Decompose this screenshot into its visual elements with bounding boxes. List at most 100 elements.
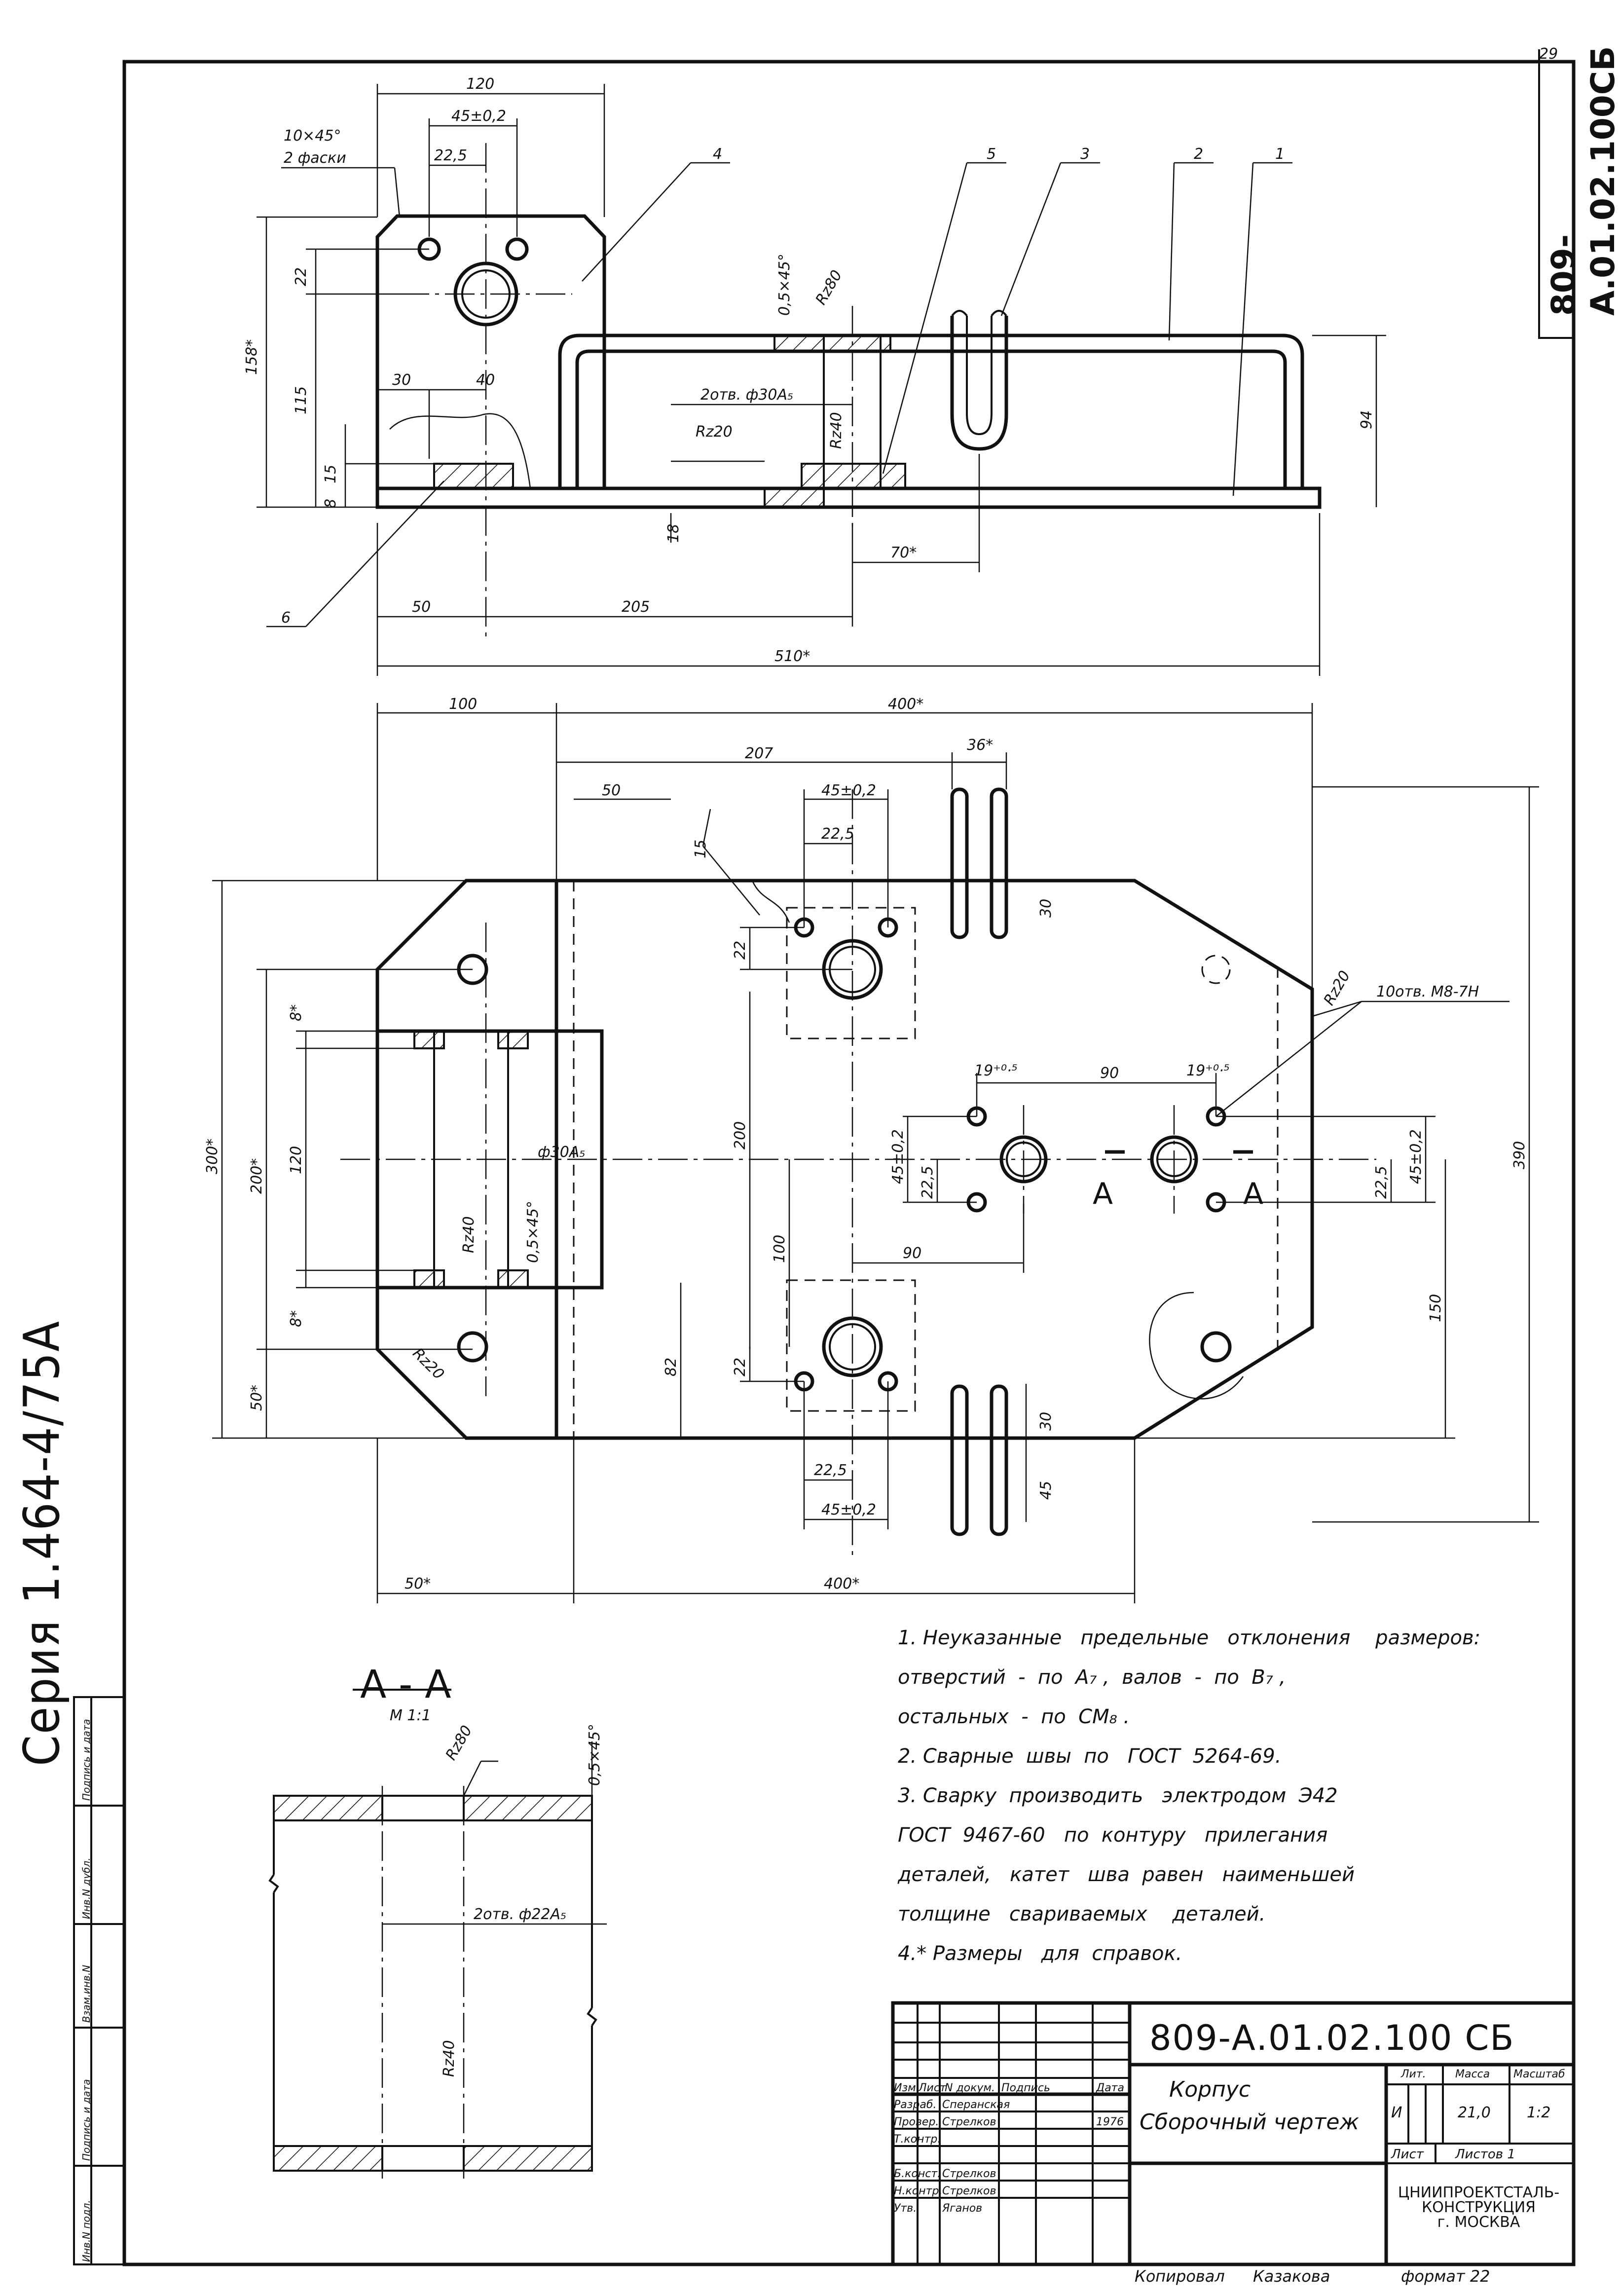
plan-dim-207: 207 (745, 745, 773, 762)
dim-158: 158* (243, 339, 260, 375)
plan-dim-200-center: 200 (732, 1121, 749, 1149)
plan-dim-120: 120 (288, 1146, 305, 1174)
plan-dim-100-center: 100 (771, 1235, 788, 1263)
dim-50-top: 50 (412, 598, 431, 616)
plan-dim-8-top: 8* (288, 1004, 305, 1021)
plan-dim-8-bottom: 8* (288, 1310, 305, 1327)
section-rz40: Rz40 (441, 2040, 458, 2077)
plan-dim-22-5-top: 22,5 (821, 825, 854, 843)
plan-dim-50-left: 50* (248, 1385, 265, 1411)
plan-dim-22-top: 22 (732, 941, 749, 960)
dim-205: 205 (622, 598, 650, 616)
callout-5: 5 (987, 146, 996, 163)
holes-note-top: 2отв. ф30А₅ (700, 386, 793, 404)
sign-name: Стрелков (942, 2168, 996, 2180)
drawing-title: Корпус (1169, 2077, 1251, 2102)
sign-name: Сперанская (942, 2099, 1010, 2111)
stage-value: И (1391, 2104, 1402, 2121)
chamfer-05-top: 0,5×45° (776, 254, 793, 316)
plan-dim-150: 150 (1427, 1294, 1444, 1322)
plan-dim-36: 36* (967, 737, 993, 754)
format-label: формат 22 (1401, 2267, 1490, 2286)
sign-role: Утв. (894, 2202, 917, 2215)
section-a-a (268, 1689, 607, 2181)
dim-15: 15 (322, 465, 339, 483)
note-line: 4.* Размеры для справок. (898, 1942, 1182, 1965)
note-line: ГОСТ 9467-60 по контуру прилегания (898, 1824, 1328, 1847)
organization-line: ЦНИИПРОЕКТСТАЛЬ- (1398, 2184, 1560, 2201)
dim-94: 94 (1358, 410, 1375, 429)
rev-header-izm: Изм (894, 2082, 916, 2094)
mass-header: Масса (1455, 2068, 1490, 2080)
sign-role: Разраб. (894, 2099, 937, 2111)
plan-dim-30-bottom: 30 (1037, 1412, 1055, 1431)
plan-view-dimensions: 100 400* 207 36* 50 45±0,2 22,5 15 30 22… (204, 696, 1539, 1603)
rz80-top: Rz80 (812, 267, 846, 308)
plan-dim-90-upper: 90 (1100, 1065, 1119, 1082)
dim-115: 115 (293, 386, 310, 414)
sheet-label: Лист (1391, 2147, 1424, 2162)
dim-chamfer: 10×45° (284, 127, 341, 145)
plan-dim-45-bottom: 45 (1037, 1481, 1055, 1500)
section-mark-a-right: А (1243, 1177, 1263, 1211)
plan-dim-22-5-left: 22,5 (919, 1166, 936, 1199)
callout-6: 6 (281, 609, 291, 627)
plan-dim-19-right: 19⁺⁰·⁵ (1186, 1062, 1230, 1079)
plan-dim-phi30: ф30А₅ (538, 1144, 585, 1161)
plan-rz20: Rz20 (1321, 968, 1354, 1008)
rev-header-list: Лист (919, 2082, 946, 2094)
rz20-top: Rz20 (696, 423, 733, 441)
side-column-label: Инв.N дубл. (80, 1857, 92, 1919)
organization-line: КОНСТРУКЦИЯ (1422, 2199, 1536, 2216)
sheets-label: Листов 1 (1455, 2147, 1515, 2162)
sign-name: Стрелков (942, 2116, 996, 2128)
sign-role: Провер. (894, 2116, 939, 2128)
sign-role: Т.контр. (894, 2133, 941, 2146)
copied-by-label: Копировал (1135, 2267, 1225, 2286)
dim-120: 120 (466, 75, 494, 93)
plan-dim-400-top: 400* (888, 696, 923, 713)
callout-3: 3 (1080, 146, 1090, 163)
dim-30-top: 30 (392, 371, 411, 389)
title-block (891, 2001, 1576, 2266)
plan-dim-100: 100 (449, 696, 477, 713)
note-line: 2. Сварные швы по ГОСТ 5264-69. (898, 1745, 1282, 1768)
plan-dim-390: 390 (1511, 1141, 1528, 1169)
section-title: А - А (360, 1663, 451, 1707)
side-column-label: Подпись и дата (80, 1719, 92, 1801)
note-line: 3. Сварку производить электродом Э42 (898, 1784, 1338, 1807)
rev-header-sign: Подпись (1001, 2082, 1050, 2094)
sheet-number: 29 (1539, 45, 1558, 63)
note-line: отверстий - по А₇ , валов - по В₇ , (898, 1666, 1286, 1689)
drawing-subtitle: Сборочный чертеж (1140, 2110, 1360, 2135)
sign-name: Яганов (942, 2202, 983, 2215)
side-column-label: Подпись и дата (80, 2079, 92, 2161)
lit-header: Лит. (1401, 2068, 1426, 2080)
scale-header: Масштаб (1513, 2068, 1565, 2080)
plan-dim-90-lower: 90 (903, 1245, 921, 1262)
technical-notes: 1. Неуказанные предельные отклонения раз… (898, 1618, 1539, 1973)
section-dimensions: Rz80 0,5×45° 2отв. ф22А₅ Rz40 (441, 1723, 603, 2077)
plan-holes-note: 10отв. М8-7Н (1376, 983, 1479, 1000)
part-callouts: 4 5 3 2 1 6 (266, 146, 1292, 628)
side-column-label: Взам.инв.N (80, 1964, 92, 2023)
mass-value: 21,0 (1458, 2104, 1491, 2121)
rev-header-doc: N докум. (945, 2082, 995, 2094)
corner-document-code: 809-А.01.02.100СБ (1545, 46, 1620, 316)
section-rz80: Rz80 (442, 1723, 476, 1763)
plan-chamfer: 0,5×45° (524, 1201, 542, 1263)
dim-40-top: 40 (476, 371, 495, 389)
section-chamfer: 0,5×45° (586, 1724, 603, 1786)
side-stamp (73, 1696, 125, 2265)
organization: ЦНИИПРОЕКТСТАЛЬ- КОНСТРУКЦИЯ г. МОСКВА (1386, 2185, 1571, 2230)
section-holes-note: 2отв. ф22А₅ (474, 1906, 566, 1923)
rev-header-date: Дата (1096, 2082, 1124, 2094)
note-line: толщине свариваемых деталей. (898, 1903, 1266, 1926)
copier-name: Казакова (1253, 2267, 1330, 2286)
dim-8: 8 (322, 499, 339, 508)
scale-value: 1:2 (1527, 2104, 1551, 2121)
callout-2: 2 (1194, 146, 1203, 163)
plan-dim-30-top: 30 (1037, 899, 1055, 918)
side-column-label: Инв.N подл. (80, 2200, 92, 2262)
